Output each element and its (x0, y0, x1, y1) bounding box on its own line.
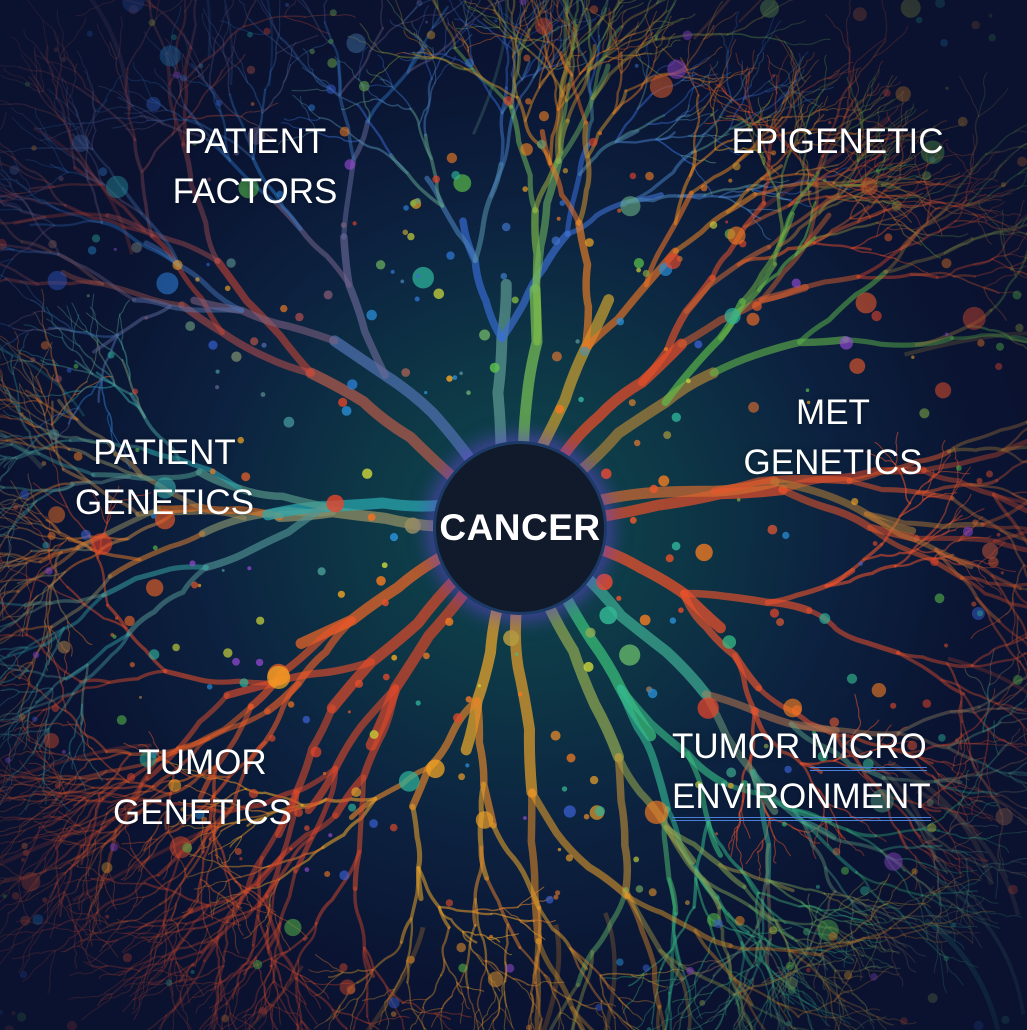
label-epigenetic: EPIGENETIC (731, 122, 944, 161)
label-patient-factors: PATIENT FACTORS (172, 122, 338, 211)
label-tumor-micro-environment[interactable]: TUMOR MICRO ENVIRONMENT (672, 722, 962, 822)
label-met-genetics: MET GENETICS (743, 393, 923, 482)
center-hub: CANCER (433, 441, 607, 615)
micro-link[interactable]: MICRO (810, 727, 927, 771)
label-patient-genetics: PATIENT GENETICS (75, 433, 254, 522)
label-tumor-genetics: TUMOR GENETICS (113, 743, 292, 832)
tumor-word: TUMOR (672, 727, 811, 766)
center-label: CANCER (439, 507, 601, 548)
environment-link[interactable]: ENVIRONMENT (672, 777, 931, 821)
